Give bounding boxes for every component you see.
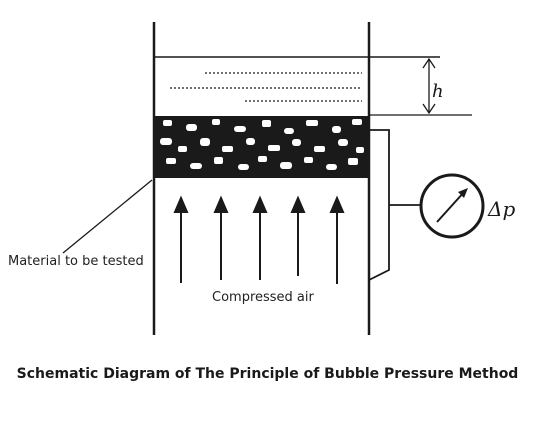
height-arrow-top <box>422 57 436 69</box>
material-pores <box>160 119 364 170</box>
gauge-needle <box>436 190 466 223</box>
gauge-needle-head <box>458 188 468 198</box>
pressure-symbol: Δp <box>487 197 515 221</box>
pressure-pipe <box>368 129 390 281</box>
air-arrows <box>173 195 345 284</box>
material-label: Material to be tested <box>8 254 144 269</box>
compressed-air-label: Compressed air <box>212 290 314 305</box>
height-symbol: h <box>432 81 444 102</box>
height-arrow-bottom <box>422 103 436 115</box>
material-leader-line <box>62 179 153 254</box>
diagram-caption: Schematic Diagram of The Principle of Bu… <box>16 366 519 382</box>
